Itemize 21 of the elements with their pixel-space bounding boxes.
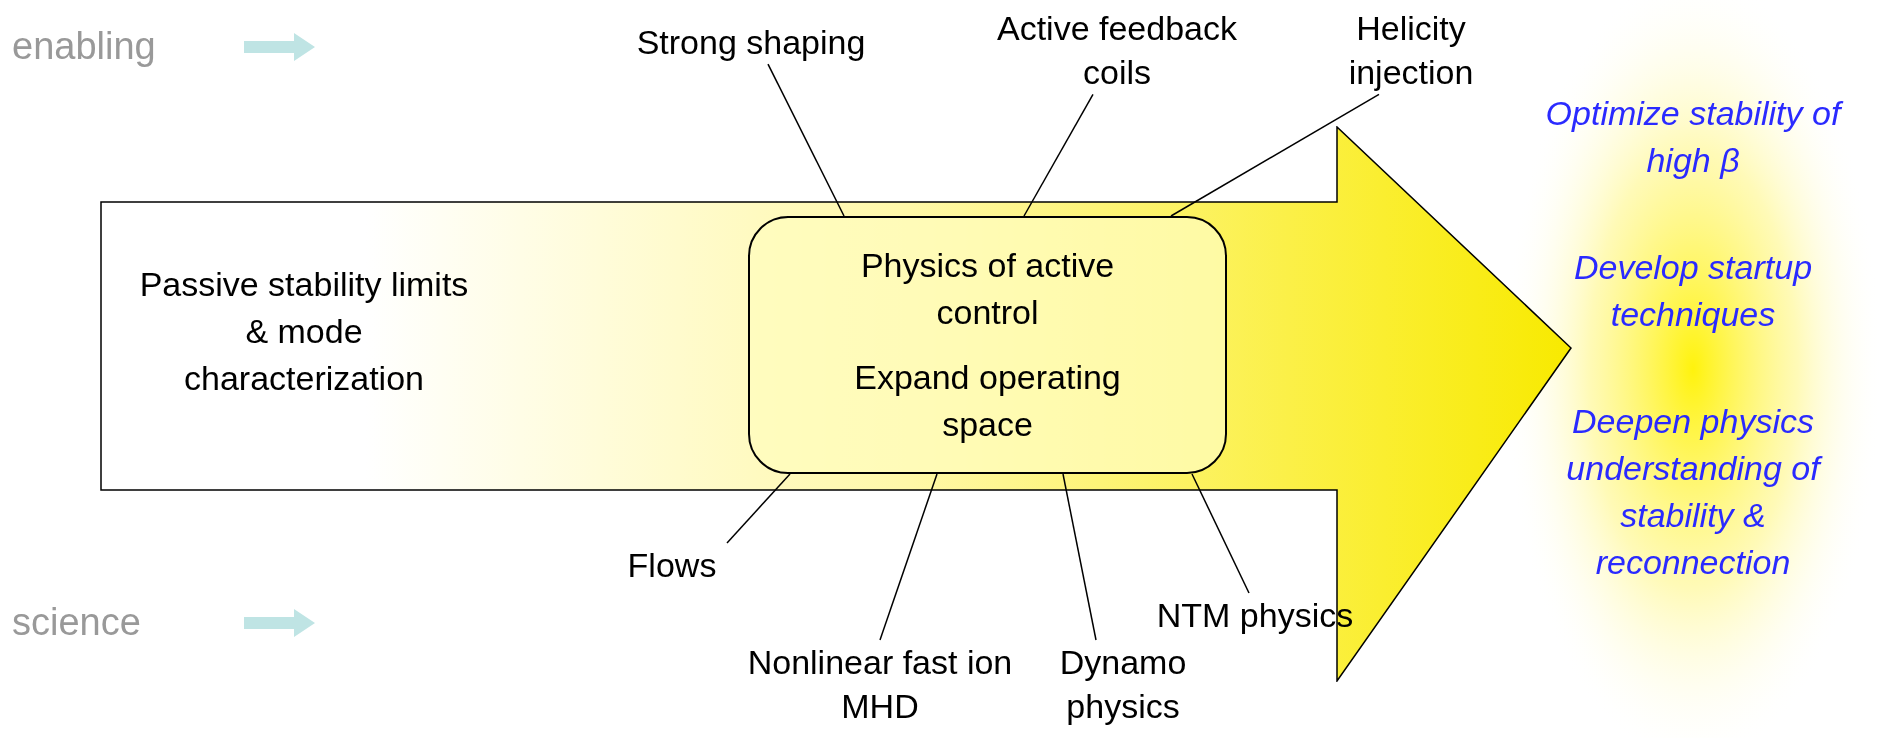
leader-line: [726, 473, 791, 544]
leader-label: Dynamo physics: [1028, 640, 1218, 729]
rounded-box: [748, 216, 1227, 474]
leader-label: Strong shaping: [601, 20, 901, 65]
leader-label: Flows: [607, 543, 737, 588]
arrow-text: Passive stability limits & mode characterization: [139, 264, 469, 399]
leader-line: [1023, 93, 1094, 217]
goal-text: Deepen physics understanding of stability & reconnection: [1543, 398, 1843, 586]
goal-text: Develop startup techniques: [1572, 247, 1814, 335]
leader-line: [1062, 473, 1097, 641]
leader-label: Helicity injection: [1311, 6, 1511, 95]
leader-line: [1191, 473, 1250, 594]
leader-line: [767, 63, 845, 217]
box-text: Physics of active control: [859, 245, 1116, 334]
row-label: enabling: [12, 27, 156, 65]
leader-label: Nonlinear fast ion MHD: [735, 640, 1025, 729]
leader-line: [879, 473, 938, 641]
row-label: science: [12, 603, 141, 641]
leader-label: Active feedback coils: [972, 6, 1262, 95]
goal-text: Optimize stability of high β: [1533, 90, 1853, 184]
box-text: Expand operating space: [853, 357, 1122, 445]
